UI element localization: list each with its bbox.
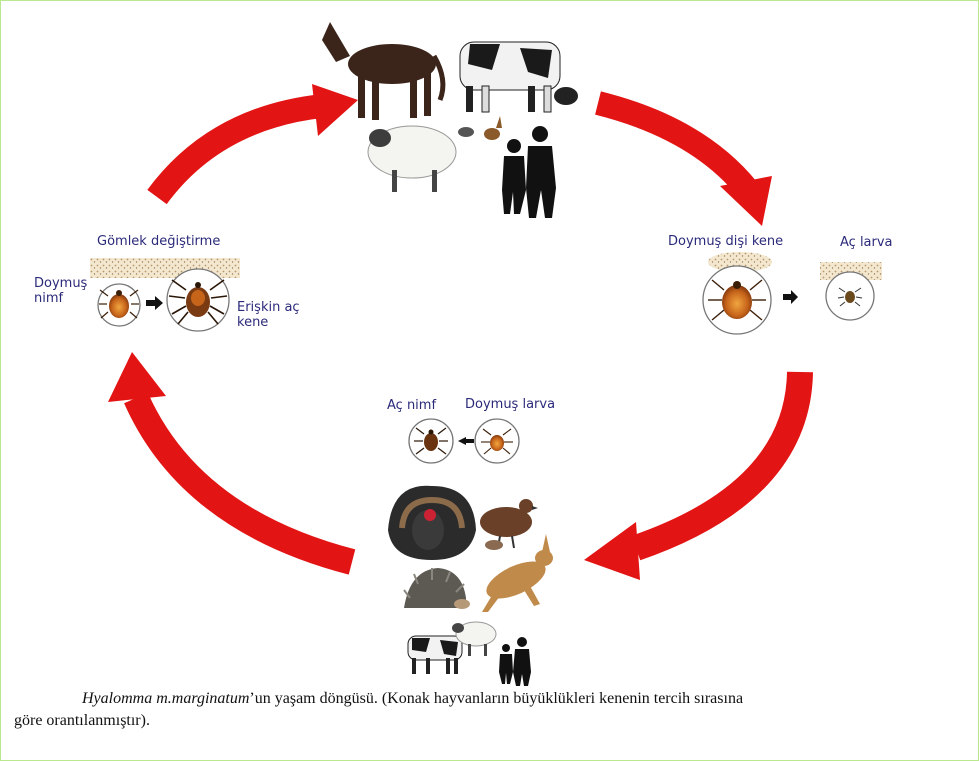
- humans-small-silhouette: [499, 637, 531, 686]
- humans-silhouette: [502, 126, 556, 218]
- caption-line-1-rest: ’un yaşam döngüsü. (Konak hayvanların bü…: [249, 690, 744, 707]
- unfed-nymph-tick: [408, 418, 454, 464]
- label-unfed-nymph: Aç nimf: [387, 398, 437, 413]
- hungry-larva-tick: [825, 271, 875, 321]
- hare-image: [482, 534, 553, 612]
- stage-arrow-bottom: [458, 437, 466, 445]
- caption-line-2: göre orantılanmıştır).: [14, 712, 150, 729]
- arrow-bottom-right: [584, 371, 813, 580]
- label-engorged-female: Doymuş dişi kene: [668, 234, 784, 249]
- sheep-image: [367, 125, 457, 192]
- hedgehog-image: [403, 568, 470, 609]
- label-engorged-nymph: Doymuş nimf: [34, 276, 88, 306]
- engorged-female-tick: [702, 265, 772, 335]
- rabbit-image: [484, 116, 502, 140]
- engorged-nymph-tick: [97, 283, 141, 327]
- label-molting: Gömlek değiştirme: [97, 234, 221, 249]
- sheep-small-image: [452, 621, 497, 656]
- mouse-image: [458, 127, 474, 137]
- label-engorged-larva: Doymuş larva: [465, 397, 556, 412]
- partridge-image: [480, 499, 538, 549]
- soil-strip-right: [820, 262, 882, 280]
- turkey-image: [388, 485, 476, 560]
- horse-image: [322, 22, 446, 120]
- arrow-bottom-left: [108, 352, 356, 575]
- soil-strip-left: [90, 258, 240, 278]
- arrow-top-right: [595, 91, 772, 226]
- engorged-larva-tick: [474, 418, 520, 464]
- unfed-adult-tick: [166, 268, 230, 332]
- label-hungry-larva: Aç larva: [840, 235, 893, 250]
- stage-arrow-left: [146, 296, 163, 310]
- mouse-small-image: [485, 540, 503, 550]
- label-unfed-adult: Erişkin aç kene: [237, 300, 300, 330]
- arrow-top-left: [147, 84, 358, 205]
- stage-arrow-bottom-shaft: [466, 439, 474, 443]
- stage-arrow-right: [783, 290, 798, 304]
- figure-caption: Hyalomma m.marginatum’un yaşam döngüsü. …: [14, 688, 964, 732]
- cow-image: [459, 41, 578, 113]
- cow-small-image: [407, 635, 463, 674]
- egg-mass: [708, 252, 772, 272]
- caption-species: Hyalomma m.marginatum: [82, 690, 250, 707]
- caption-line-1: Hyalomma m.marginatum’un yaşam döngüsü. …: [14, 688, 964, 710]
